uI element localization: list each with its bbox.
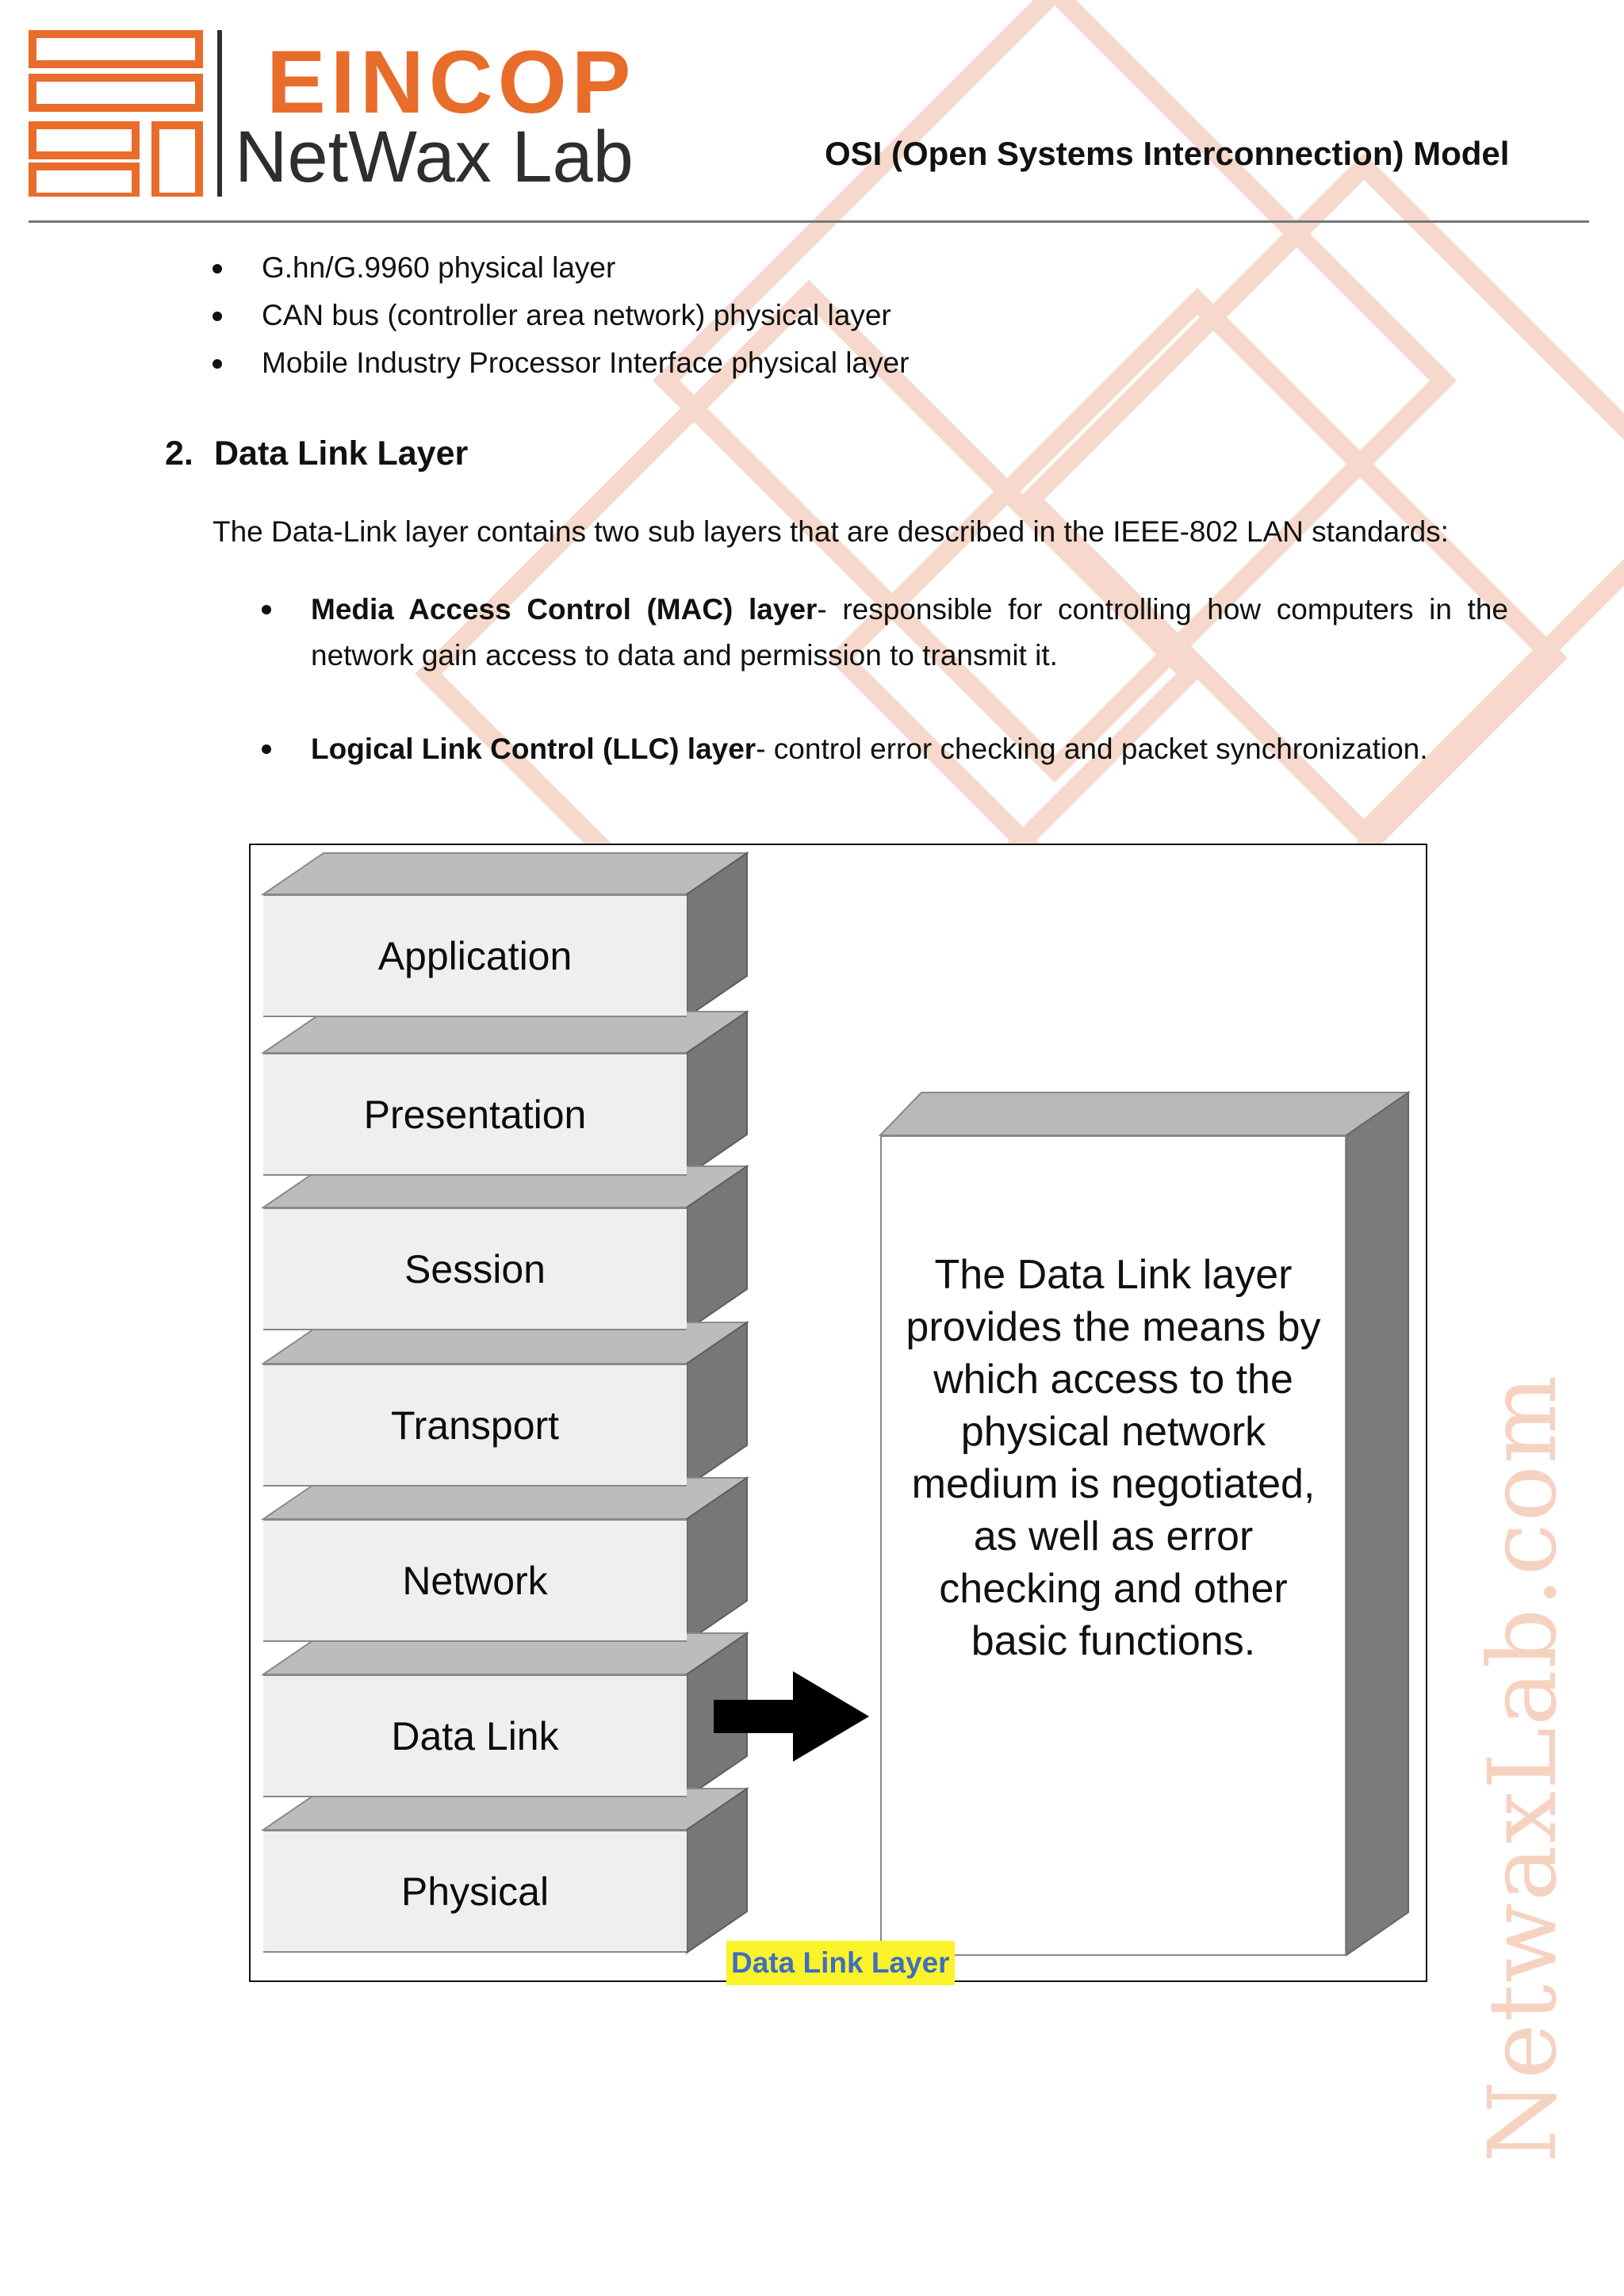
- layer-physical: Physical: [263, 1830, 687, 1953]
- logo-lab-name: NetWax Lab: [235, 117, 634, 197]
- bullet-icon: [213, 264, 222, 274]
- layer-application: Application: [263, 894, 687, 1017]
- section-number: 2.: [165, 434, 193, 473]
- sublayer-description: - responsible for controlling how comput…: [311, 593, 1508, 672]
- figure-caption: Data Link Layer: [726, 1941, 955, 1985]
- section-title: Data Link Layer: [214, 434, 469, 473]
- list-item: G.hn/G.9960 physical layer: [213, 244, 1507, 292]
- logo-mark-icon: [29, 30, 222, 201]
- sublayer-term: Media Access Control (MAC) layer: [311, 593, 818, 626]
- layer-transport: Transport: [263, 1364, 687, 1487]
- description-box: [880, 1135, 1346, 1956]
- layer-presentation: Presentation: [263, 1053, 687, 1176]
- sublayer-list: Media Access Control (MAC) layer- respon…: [262, 587, 1508, 772]
- sublayer-term: Logical Link Control (LLC) layer: [311, 733, 756, 765]
- bullet-icon: [262, 605, 271, 614]
- physical-layer-list: G.hn/G.9960 physical layer CAN bus (cont…: [213, 244, 1507, 387]
- page-title: OSI (Open Systems Interconnection) Model: [825, 135, 1510, 172]
- section-heading: 2. Data Link Layer: [165, 434, 468, 473]
- list-item: Logical Link Control (LLC) layer- contro…: [262, 726, 1508, 772]
- section-intro: The Data-Link layer contains two sub lay…: [213, 515, 1449, 548]
- bullet-icon: [213, 359, 222, 369]
- bullet-icon: [262, 744, 271, 754]
- eincop-logo: EINCOP NetWax Lab: [29, 30, 663, 201]
- logo-company-name: EINCOP: [266, 33, 636, 132]
- header-divider: [29, 220, 1589, 223]
- side-watermark-text: NetwaxLab.com: [1468, 1373, 1577, 2163]
- layer-data-link: Data Link: [263, 1674, 687, 1797]
- layer-network: Network: [263, 1519, 687, 1642]
- description-text: The Data Link layer provides the means b…: [906, 1252, 1321, 1664]
- list-item: CAN bus (controller area network) physic…: [213, 292, 1507, 339]
- layer-session: Session: [263, 1207, 687, 1330]
- sublayer-description: - control error checking and packet sync…: [756, 733, 1428, 765]
- bullet-icon: [213, 312, 222, 321]
- arrow-right-icon: [714, 1671, 869, 1762]
- list-item: Media Access Control (MAC) layer- respon…: [262, 587, 1508, 679]
- list-item: Mobile Industry Processor Interface phys…: [213, 339, 1507, 387]
